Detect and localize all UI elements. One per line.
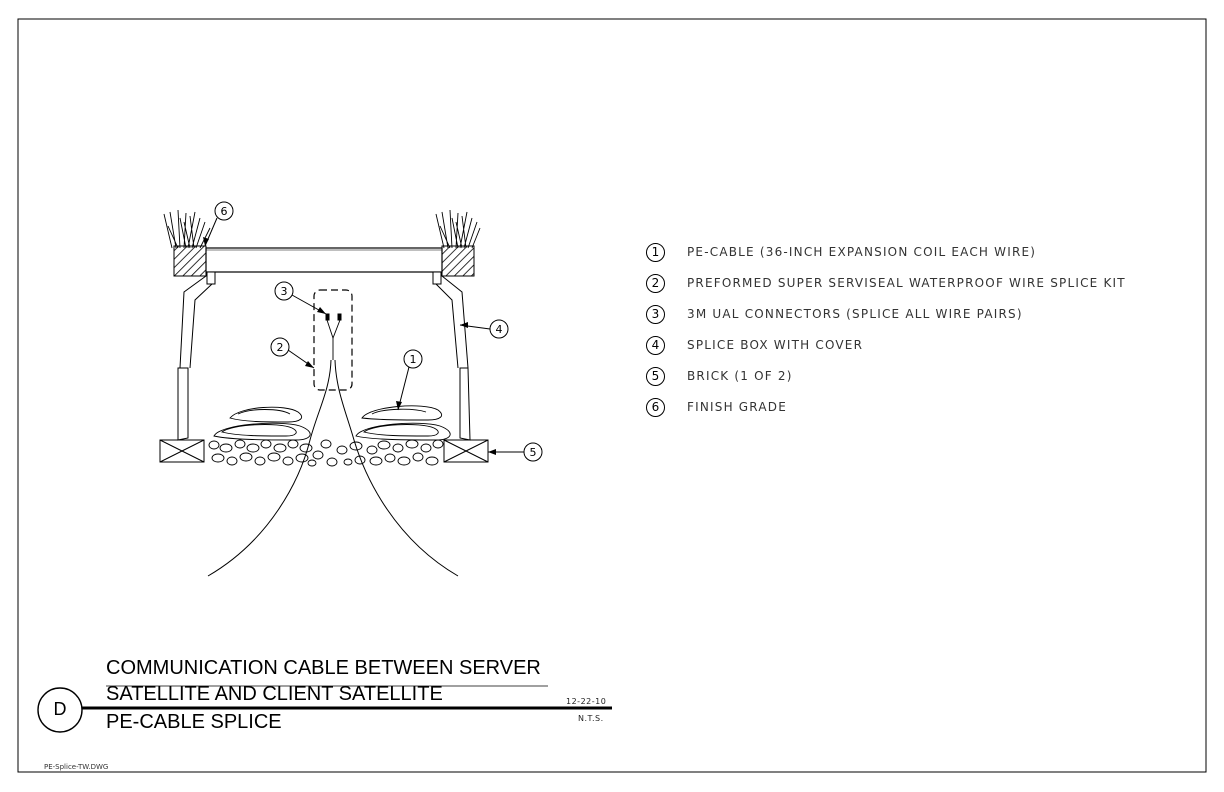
gravel-base — [208, 439, 444, 467]
cable-coil-left — [213, 406, 311, 441]
callout-1-label: 1 — [410, 353, 417, 366]
legend-text: 3M UAL CONNECTORS (SPLICE ALL WIRE PAIRS… — [687, 307, 1023, 321]
cable-right — [334, 359, 459, 577]
box-lid — [205, 247, 443, 273]
soil-left — [173, 245, 207, 277]
cable-coil-right — [355, 405, 451, 441]
legend-item: 4 SPLICE BOX WITH COVER — [646, 334, 863, 356]
callout-2-label: 2 — [277, 341, 284, 354]
legend-number: 6 — [646, 397, 665, 417]
callout-arrowheads — [203, 237, 496, 455]
ual-connector-left — [325, 313, 330, 321]
legend-text: FINISH GRADE — [687, 400, 787, 414]
title-line-2: SATELLITE AND CLIENT SATELLITE — [106, 683, 443, 705]
legend-number: 1 — [646, 242, 665, 262]
legend-text: PE-CABLE (36-INCH EXPANSION COIL EACH WI… — [687, 245, 1037, 259]
legend-item: 3 3M UAL CONNECTORS (SPLICE ALL WIRE PAI… — [646, 303, 1023, 325]
legend-item: 5 BRICK (1 OF 2) — [646, 365, 793, 387]
soil-right — [441, 245, 475, 277]
callout-5-label: 5 — [530, 446, 537, 459]
box-wall-left — [179, 275, 213, 369]
legend-number: 5 — [646, 366, 665, 386]
drawing-scale: N.T.S. — [578, 714, 604, 723]
legend-number: 3 — [646, 304, 665, 324]
legend-text: BRICK (1 OF 2) — [687, 369, 793, 383]
legend-item: 2 PREFORMED SUPER SERVISEAL WATERPROOF W… — [646, 272, 1126, 294]
callout-4-label: 4 — [496, 323, 503, 336]
legend-text: PREFORMED SUPER SERVISEAL WATERPROOF WIR… — [687, 276, 1126, 290]
legend-number: 4 — [646, 335, 665, 355]
legend-text: SPLICE BOX WITH COVER — [687, 338, 864, 352]
legend-number: 2 — [646, 273, 665, 293]
detail-circle — [37, 687, 83, 733]
drawing-date: 12-22-10 — [566, 697, 607, 706]
splice-detail-drawing — [159, 201, 543, 577]
box-wall-right — [435, 275, 469, 369]
cable-left — [207, 359, 332, 577]
callout-6-label: 6 — [221, 205, 228, 218]
title-line-3: PE-CABLE SPLICE — [106, 711, 282, 733]
callout-3-label: 3 — [281, 285, 288, 298]
sheet-border — [17, 18, 1207, 773]
brick-left — [159, 439, 205, 463]
detail-letter: D — [53, 699, 67, 719]
grass-right — [435, 209, 481, 249]
grass-left — [163, 209, 211, 249]
splice-kit — [313, 289, 353, 391]
ual-connector-right — [337, 313, 342, 321]
brick-right — [443, 439, 489, 463]
legend-item: 6 FINISH GRADE — [646, 396, 787, 418]
title-line-1: COMMUNICATION CABLE BETWEEN SERVER — [106, 657, 541, 679]
legend-item: 1 PE-CABLE (36-INCH EXPANSION COIL EACH … — [646, 241, 1036, 263]
drawing-filename: PE-Splice-TW.DWG — [44, 763, 109, 771]
